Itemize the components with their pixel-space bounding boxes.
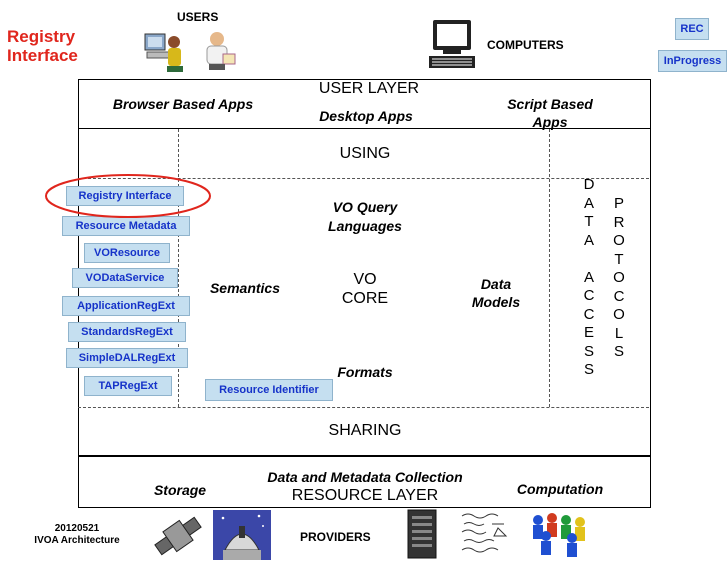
pr-letter: R (613, 213, 625, 231)
da-letter: C (583, 305, 595, 323)
resource-identifier-button[interactable]: Resource Identifier (205, 379, 333, 401)
title-line-2: Interface (7, 46, 78, 65)
server-rack-icon (407, 509, 437, 559)
resource-layer-frame (78, 456, 651, 508)
registry-interface-button[interactable]: Registry Interface (66, 186, 184, 206)
data-access-vertical: D A T A A C C E S S (581, 176, 597, 380)
da-letter: A (583, 231, 594, 249)
simpledalregext-button[interactable]: SimpleDALRegExt (66, 348, 188, 368)
title-line-1: Registry (7, 27, 76, 46)
tapregext-button[interactable]: TAPRegExt (84, 376, 172, 396)
footer-arch: IVOA Architecture (34, 535, 120, 546)
user-at-computer-icon (144, 33, 183, 72)
storage-label: Storage (153, 482, 207, 498)
da-letter: S (583, 342, 594, 360)
footer-caption: 20120521 IVOA Architecture (22, 523, 132, 547)
using-divider (78, 178, 649, 179)
satellite-icon (150, 512, 206, 560)
pr-letter: C (613, 287, 625, 305)
da-letter: C (583, 287, 595, 304)
computation-label: Computation (516, 481, 604, 497)
user-layer-divider (78, 128, 651, 129)
da-letter: D (583, 176, 595, 193)
pr-letter: S (613, 343, 624, 360)
pr-letter: L (614, 324, 624, 342)
da-gap (581, 250, 597, 269)
collaborating-people-icon (533, 513, 585, 557)
voresource-button[interactable]: VOResource (84, 243, 170, 263)
computers-label: COMPUTERS (487, 38, 564, 52)
standardsregext-button[interactable]: StandardsRegExt (68, 322, 186, 342)
desktop-apps: Desktop Apps (319, 108, 413, 124)
vodataservice-button[interactable]: VODataService (72, 268, 178, 288)
da-letter: T (584, 213, 594, 230)
da-letter: A (583, 194, 594, 212)
legend-rec: REC (675, 18, 709, 40)
formats-label: Formats (337, 364, 393, 380)
da-letter: A (583, 268, 594, 286)
user-layer-title: USER LAYER (318, 80, 420, 97)
da-letter: E (583, 324, 594, 341)
left-core-divider (178, 129, 179, 407)
pr-letter: O (613, 306, 625, 323)
da-letter: S (583, 361, 594, 378)
using-label: USING (339, 145, 391, 162)
sharing-divider (78, 407, 649, 408)
pr-letter: O (613, 232, 625, 249)
user-reading-icon (206, 32, 236, 70)
pr-letter: O (613, 269, 625, 286)
vo-query-languages: VO Query Languages (328, 199, 402, 234)
applicationregext-button[interactable]: ApplicationRegExt (62, 296, 190, 316)
sharing-label: SHARING (328, 422, 402, 439)
protocols-vertical: P R O T O C O L S (611, 195, 627, 362)
users-label: USERS (177, 10, 219, 24)
resource-metadata-button[interactable]: Resource Metadata (62, 216, 190, 236)
semantics-label: Semantics (209, 280, 281, 296)
resource-layer-title: RESOURCE LAYER (291, 487, 439, 504)
footer-date: 20120521 (54, 523, 100, 534)
right-core-divider (549, 129, 550, 407)
observatory-icon (213, 510, 271, 560)
pr-letter: T (614, 250, 624, 268)
browser-based-apps: Browser Based Apps (112, 96, 254, 112)
data-metadata-collection: Data and Metadata Collection (267, 469, 463, 485)
computer-icon (429, 20, 475, 68)
data-models-label: Data Models (471, 276, 521, 310)
highlight-ellipse (45, 174, 211, 218)
architecture-frame (78, 79, 651, 456)
pr-letter: P (613, 195, 624, 212)
handwritten-equations-icon (458, 508, 518, 558)
legend-in-progress: InProgress (658, 50, 727, 72)
vo-core-label: VO CORE (341, 271, 389, 307)
providers-label: PROVIDERS (300, 530, 371, 544)
script-based-apps: Script Based Apps (507, 96, 593, 130)
diagram-title: Registry Interface (7, 27, 78, 65)
